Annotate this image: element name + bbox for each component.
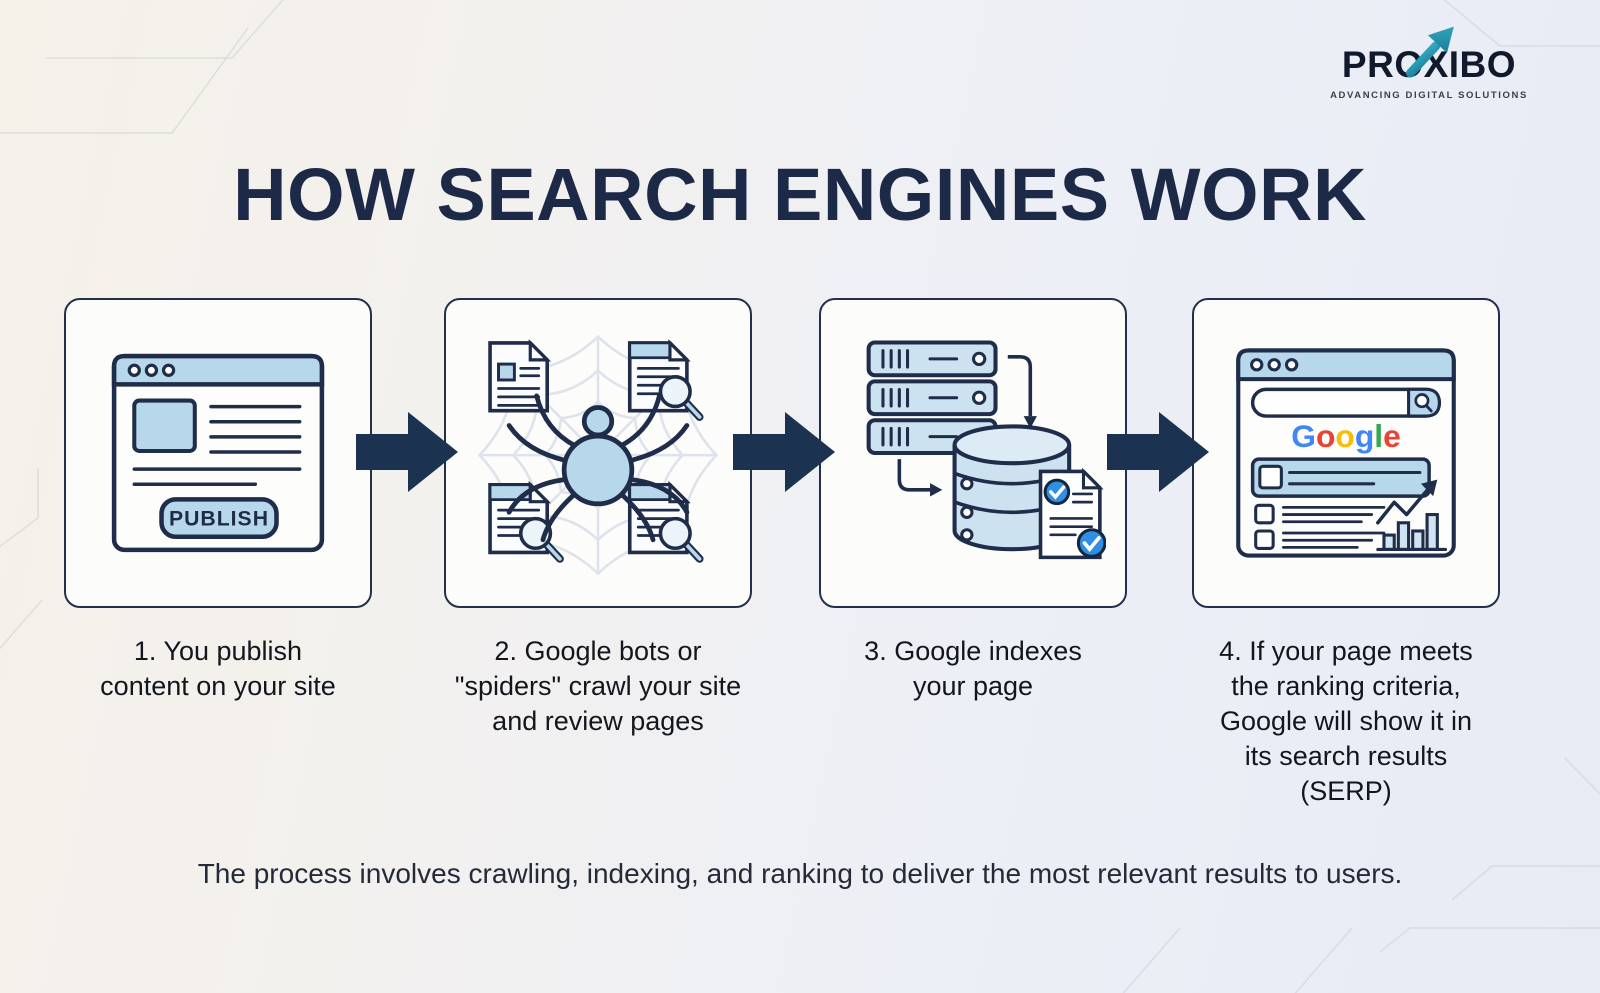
document-magnifier-icon xyxy=(627,339,704,421)
step-2-card xyxy=(444,298,752,608)
browser-titlebar xyxy=(111,353,325,387)
document-icon xyxy=(488,339,552,413)
step-1-caption: 1. You publish content on your site xyxy=(100,636,336,702)
step-3-index: 3. Google indexes your page xyxy=(819,298,1127,704)
step-4-caption: 4. If your page meets the ranking criter… xyxy=(1219,636,1473,807)
step-4-serp: Google xyxy=(1192,298,1500,809)
search-bar xyxy=(1250,387,1442,418)
arrow-right-icon xyxy=(1107,412,1209,492)
footer-summary: The process involves crawling, indexing,… xyxy=(197,858,1403,889)
step-3-caption: 3. Google indexes your page xyxy=(864,636,1082,702)
brand-name: PROXIBO xyxy=(1324,26,1534,83)
browser-titlebar xyxy=(1236,348,1456,382)
arrow-right-icon xyxy=(356,412,458,492)
step-2-caption: 2. Google bots or "spiders" crawl your s… xyxy=(454,636,742,737)
svg-text:PUBLISH: PUBLISH xyxy=(169,508,269,531)
image-placeholder-icon xyxy=(132,398,197,453)
window-buttons-icon xyxy=(127,363,176,377)
growth-arrow-icon xyxy=(1406,26,1454,78)
serp-result xyxy=(1254,529,1386,550)
serp-result xyxy=(1254,503,1386,525)
published-webpage-illustration: PUBLISH xyxy=(111,353,325,553)
step-4-card: Google xyxy=(1192,298,1500,608)
document-check-icon xyxy=(1038,467,1106,560)
step-1-publish: PUBLISH 1. You publish content on your s… xyxy=(64,298,372,704)
servers-database-illustration xyxy=(866,340,1106,560)
document-magnifier-icon xyxy=(627,480,704,563)
spider-icon xyxy=(506,393,690,543)
step-3-card xyxy=(819,298,1127,608)
brand-logo: PROXIBO ADVANCING DIGITAL SOLUTIONS xyxy=(1324,26,1534,101)
check-badge-icon xyxy=(1076,528,1106,558)
search-icon xyxy=(1414,393,1433,413)
curved-arrow-right-icon xyxy=(897,459,943,497)
google-logo-word: Google xyxy=(1291,418,1401,454)
ranking-chart-icon xyxy=(1376,479,1448,551)
arrow-right-icon xyxy=(733,412,835,492)
brand-tagline: ADVANCING DIGITAL SOLUTIONS xyxy=(1330,90,1528,101)
page-title: HOW SEARCH ENGINES WORK xyxy=(233,153,1367,236)
text-lines xyxy=(132,404,302,486)
check-badge-icon xyxy=(1043,478,1071,506)
publish-button: PUBLISH xyxy=(159,497,279,539)
serp-result-highlighted xyxy=(1250,457,1431,498)
process-steps: PUBLISH 1. You publish content on your s… xyxy=(64,298,1536,858)
step-2-crawl: 2. Google bots or "spiders" crawl your s… xyxy=(444,298,752,739)
step-1-card: PUBLISH xyxy=(64,298,372,608)
google-serp-illustration: Google xyxy=(1236,348,1456,558)
window-buttons-icon xyxy=(1250,358,1299,372)
curved-arrow-down-icon xyxy=(1007,355,1037,429)
spider-crawling-web-illustration xyxy=(477,334,719,576)
